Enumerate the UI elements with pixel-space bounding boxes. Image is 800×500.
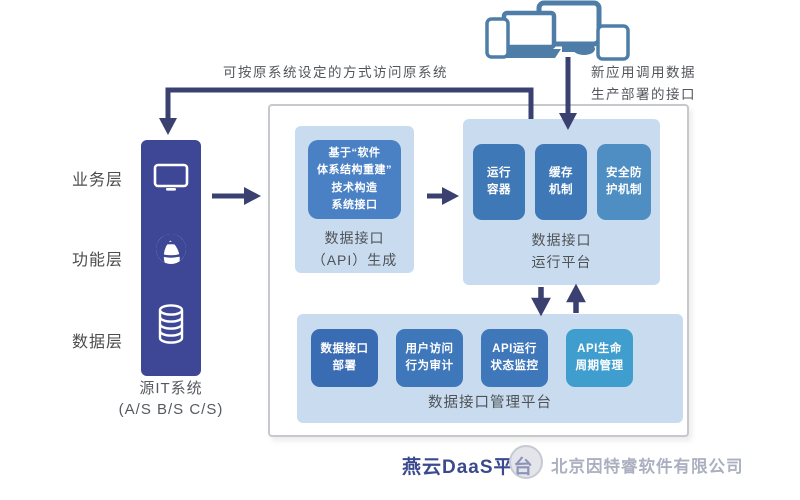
reconstruction-core-chip: 基于“软件 体系结构重建” 技术构造 系统接口 — [308, 140, 401, 219]
new-app-annotation: 新应用调用数据 生产部署的接口 — [591, 62, 696, 105]
company-logo-watermark — [509, 445, 543, 479]
api-status-monitor-chip: API运行 状态监控 — [481, 329, 548, 387]
source-system-title: 源IT系统 — [139, 380, 203, 397]
chip-line: API生命 — [577, 342, 622, 355]
runtime-platform-label-line2: 运行平台 — [531, 253, 592, 270]
chip-line: 部署 — [332, 360, 357, 372]
chip-line: 行为审计 — [405, 360, 454, 372]
runtime-platform-label-line1: 数据接口 — [531, 232, 592, 248]
chip-line: 周期管理 — [575, 360, 624, 372]
api-generation-label-line2: （API）生成 — [311, 251, 398, 268]
chip-line: 用户访问 — [405, 342, 454, 355]
layer-label-business: 业务层 — [72, 172, 124, 189]
api-lifecycle-chip: API生命 周期管理 — [566, 329, 633, 387]
chip-line: 运行 — [487, 166, 511, 179]
chip-line: 状态监控 — [490, 360, 539, 372]
company-watermark-text: 北京因特睿软件有限公司 — [551, 458, 744, 476]
source-it-system-bar — [141, 140, 201, 376]
core-chip-line: 技术构造 — [331, 181, 378, 194]
chip-line: 护机制 — [606, 184, 642, 196]
core-chip-line: 系统接口 — [331, 198, 378, 211]
monitor-icon — [152, 162, 190, 199]
layer-label-data: 数据层 — [72, 334, 124, 351]
api-generation-label-line1: 数据接口 — [324, 230, 385, 246]
chip-line: 安全防 — [606, 166, 642, 179]
platform-title: 燕云DaaS平台 — [402, 457, 534, 478]
new-app-annotation-line1: 新应用调用数据 — [591, 65, 696, 80]
runtime-platform-label: 数据接口 运行平台 — [463, 230, 660, 273]
source-system-subtitle: (A/S B/S C/S) — [118, 401, 224, 418]
database-icon — [156, 303, 186, 350]
access-original-annotation: 可按原系统设定的方式访问原系统 — [223, 65, 448, 80]
chip-line: 机制 — [549, 184, 573, 196]
globe-icon — [153, 231, 189, 272]
chip-line: API运行 — [492, 342, 537, 355]
core-chip-line: 基于“软件 — [328, 147, 381, 160]
security-protection-chip: 安全防 护机制 — [597, 144, 651, 220]
management-platform-label: 数据接口管理平台 — [428, 395, 552, 411]
core-chip-line: 体系结构重建” — [317, 164, 392, 177]
chip-line: 容器 — [487, 184, 511, 196]
chip-line: 缓存 — [549, 166, 573, 179]
api-deployment-chip: 数据接口 部署 — [311, 329, 378, 387]
api-generation-label: 数据接口 （API）生成 — [295, 228, 414, 271]
user-access-audit-chip: 用户访问 行为审计 — [396, 329, 463, 387]
runtime-container-chip: 运行 容器 — [473, 144, 525, 220]
source-system-caption: 源IT系统 (A/S B/S C/S) — [86, 378, 256, 420]
chip-line: 数据接口 — [320, 342, 369, 355]
cache-mechanism-chip: 缓存 机制 — [535, 144, 587, 220]
layer-label-function: 功能层 — [72, 252, 124, 269]
devices-icon — [484, 0, 634, 67]
new-app-annotation-line2: 生产部署的接口 — [591, 86, 696, 102]
